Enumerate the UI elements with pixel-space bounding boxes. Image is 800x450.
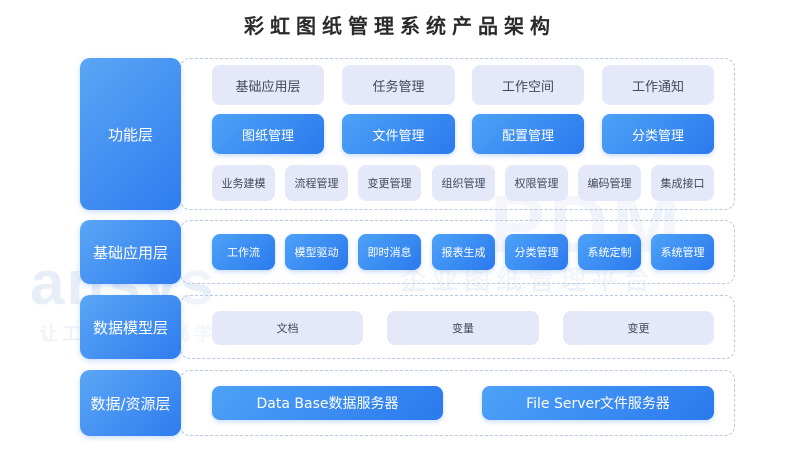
func-box-modeling: 业务建模 (212, 165, 275, 201)
base-box-category: 分类管理 (505, 234, 568, 270)
func-box-change: 变更管理 (358, 165, 421, 201)
base-box-customization: 系统定制 (578, 234, 641, 270)
base-box-messaging: 即时消息 (358, 234, 421, 270)
func-box-coding: 编码管理 (578, 165, 641, 201)
watermark-subtitle: 企业图纸管理平台 (400, 265, 657, 295)
diagram-title: 彩虹图纸管理系统产品架构 (244, 14, 556, 38)
base-box-model-driven: 模型驱动 (285, 234, 348, 270)
func-box-permission: 权限管理 (505, 165, 568, 201)
model-box-change: 变更 (563, 311, 714, 345)
layer-base-app: 基础应用层 工作流 模型驱动 即时消息 报表生成 分类管理 系统定制 系统管理 (80, 220, 735, 284)
func-box-category: 分类管理 (602, 114, 714, 154)
base-box-workflow: 工作流 (212, 234, 275, 270)
func-box-base-app: 基础应用层 (212, 65, 324, 105)
layer-data-model: 数据模型层 文档 变量 变更 (80, 295, 735, 359)
func-box-file: 文件管理 (342, 114, 455, 154)
data-box-database-server: Data Base数据服务器 (212, 386, 443, 420)
func-box-workspace: 工作空间 (472, 65, 584, 105)
func-box-org: 组织管理 (432, 165, 495, 201)
base-box-report: 报表生成 (432, 234, 495, 270)
func-box-integration: 集成接口 (651, 165, 714, 201)
model-box-document: 文档 (212, 311, 363, 345)
layer-base-app-label: 基础应用层 (80, 220, 181, 284)
func-box-notice: 工作通知 (602, 65, 714, 105)
func-box-task: 任务管理 (342, 65, 455, 105)
func-box-drawing: 图纸管理 (212, 114, 324, 154)
func-box-process: 流程管理 (285, 165, 348, 201)
layer-data-resource: 数据/资源层 Data Base数据服务器 File Server文件服务器 (80, 370, 735, 436)
layer-data-model-label: 数据模型层 (80, 295, 181, 359)
layer-function: 功能层 基础应用层 任务管理 工作空间 工作通知 图纸管理 文件管理 配置管理 … (80, 58, 735, 210)
data-box-file-server: File Server文件服务器 (482, 386, 714, 420)
func-box-config: 配置管理 (472, 114, 584, 154)
layer-function-label: 功能层 (80, 58, 181, 210)
layer-data-resource-label: 数据/资源层 (80, 370, 181, 436)
model-box-variable: 变量 (387, 311, 539, 345)
base-box-system-admin: 系统管理 (651, 234, 714, 270)
